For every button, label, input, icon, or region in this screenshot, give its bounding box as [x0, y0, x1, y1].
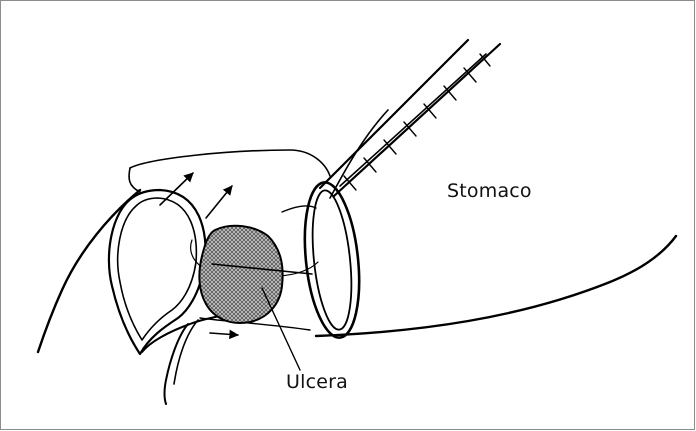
duodenum-inner-loop — [118, 198, 197, 340]
ulcer-label: Ulcera — [286, 371, 348, 393]
ulcer-area — [199, 226, 282, 323]
stomach-ring-outer — [298, 180, 366, 341]
stomach-label: Stomaco — [447, 180, 532, 202]
stomach-ring-inner — [307, 189, 357, 332]
retracted-tissue-upper — [130, 150, 330, 176]
traction-arrow-3 — [210, 333, 238, 335]
duodenum-wall-lower-2 — [165, 324, 189, 404]
ulcer-label-leader — [262, 288, 300, 370]
traction-arrow-2 — [206, 186, 232, 218]
retracted-tissue-left — [129, 168, 140, 192]
stomach-outline-lower — [316, 236, 676, 336]
duodenal-stump-tube-lower — [334, 44, 500, 196]
tissue-line-ring-left — [282, 206, 316, 212]
duodenal-stump-tube-upper — [320, 40, 468, 188]
suture-line — [340, 54, 486, 186]
